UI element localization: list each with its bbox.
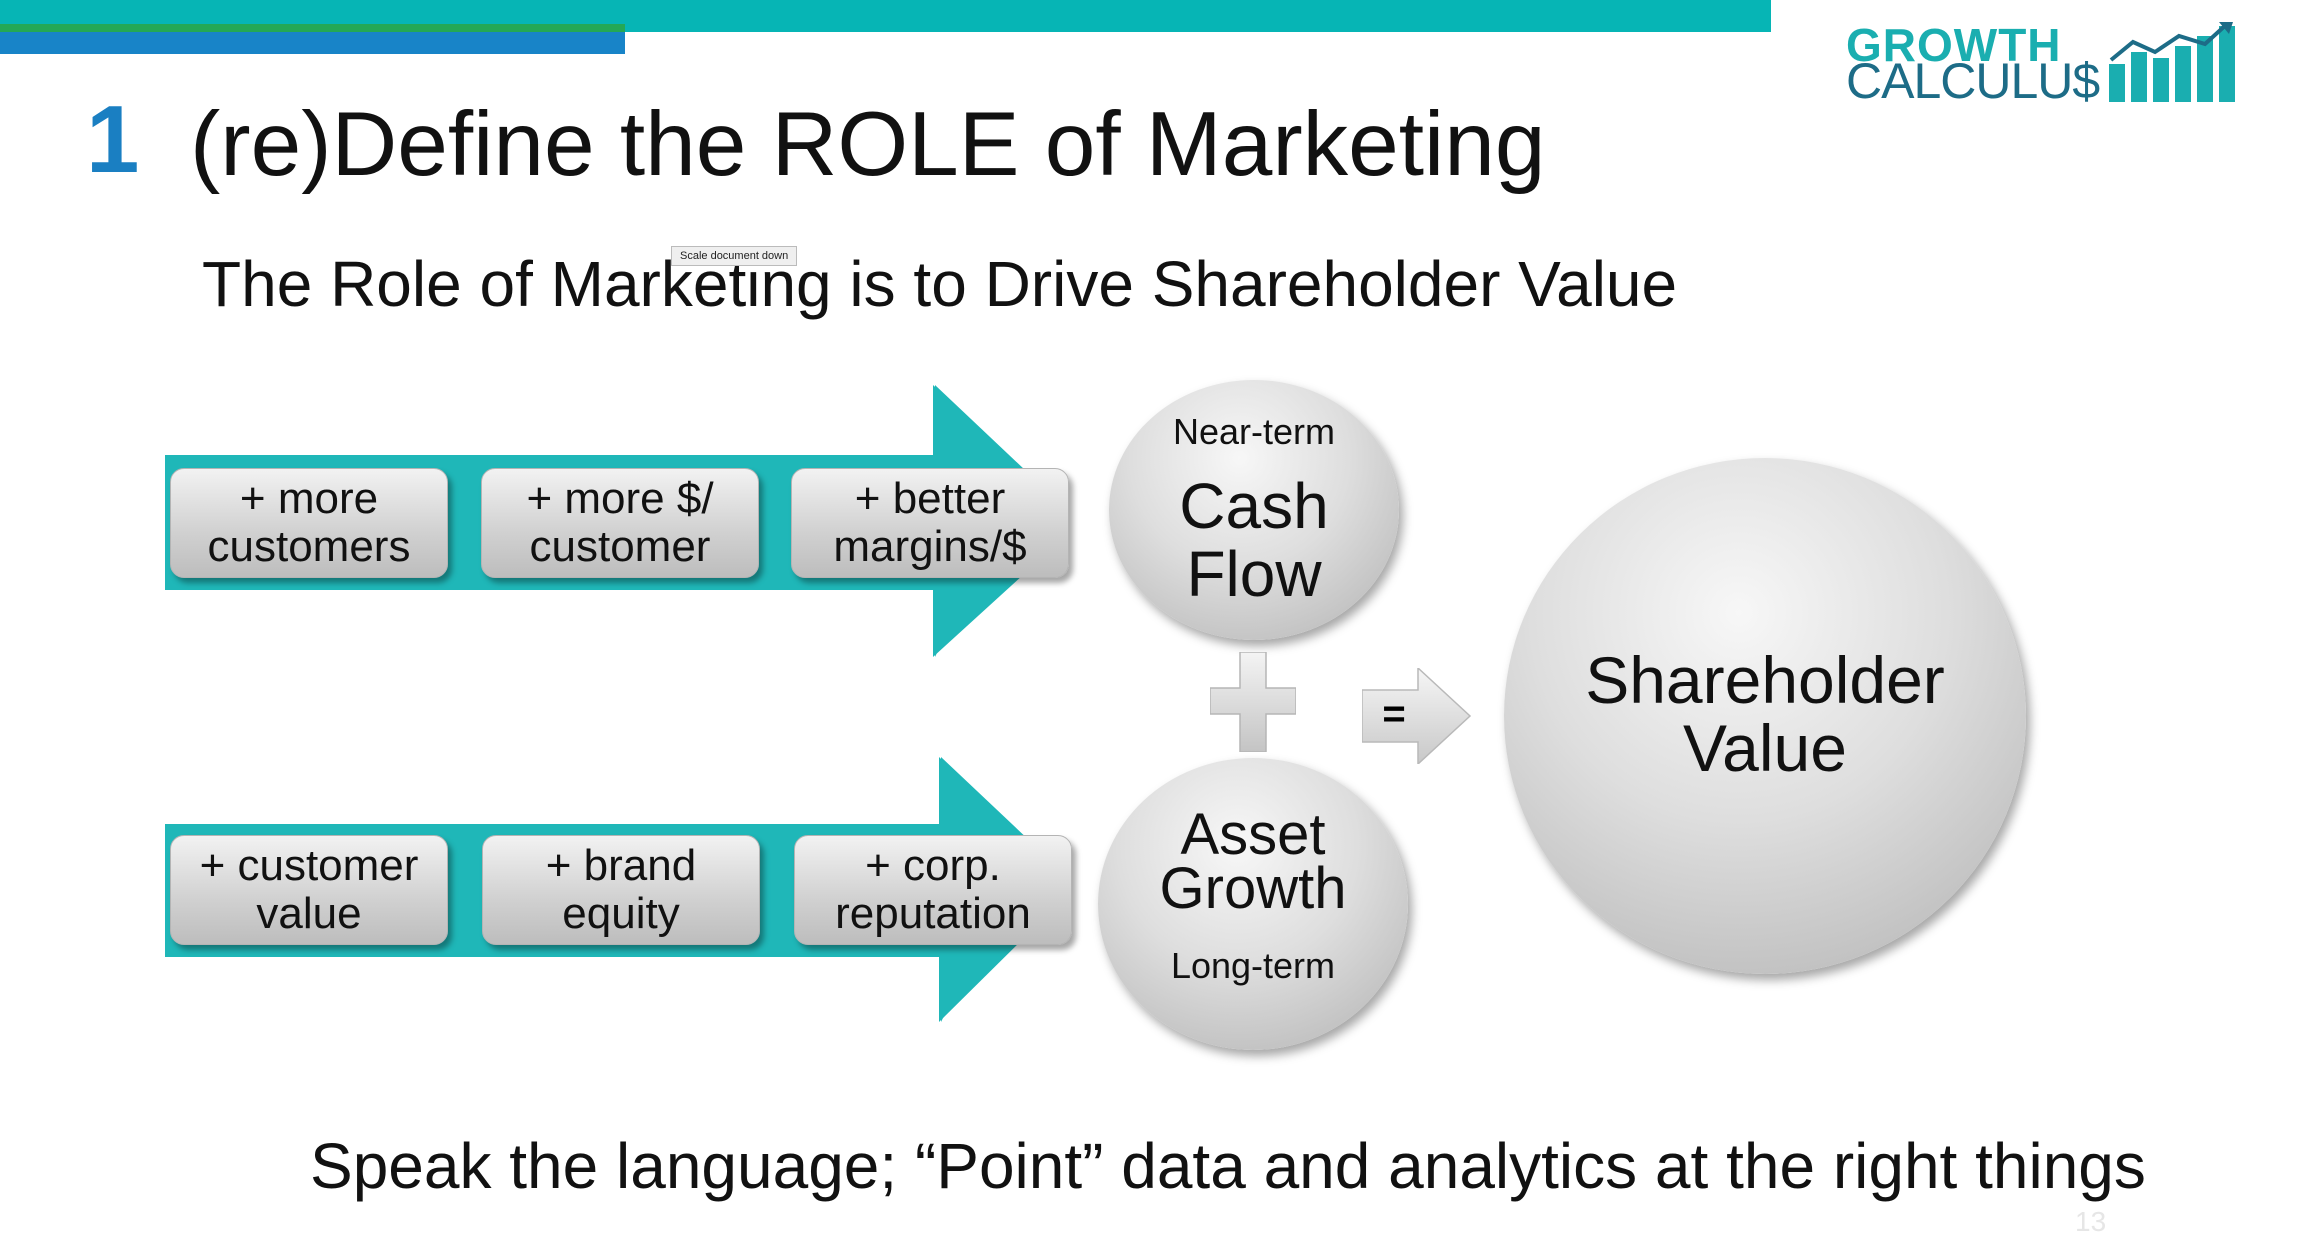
- shareholder-value-label: Shareholder Value: [1585, 643, 1945, 785]
- cash-flow-circle: Near-term Cash Flow: [1109, 380, 1399, 640]
- customer-value-box: + customer value: [170, 835, 448, 945]
- more-customers-box: + more customers: [170, 468, 448, 578]
- asset-growth-label: Asset Growth: [1159, 802, 1347, 921]
- plus-icon: [1210, 652, 1296, 752]
- cash-flow-label: Cash Flow: [1179, 470, 1329, 610]
- scale-document-tooltip: Scale document down: [671, 246, 798, 266]
- equals-arrow-icon: =: [1362, 668, 1472, 764]
- growth-chart-icon: [2109, 22, 2235, 102]
- section-number: 1: [86, 86, 140, 193]
- top-accent-blue-bar: [0, 32, 625, 54]
- slide-title: (re)Define the ROLE of Marketing: [190, 94, 1546, 195]
- asset-growth-circle: Asset Growth Long-term: [1098, 758, 1408, 1050]
- equals-arrow-shape: [1362, 668, 1472, 764]
- equals-label: =: [1382, 692, 1406, 736]
- page-number: 13: [2075, 1206, 2107, 1237]
- brand-equity-box: + brand equity: [482, 835, 760, 945]
- growth-calculus-logo: GROWTH CALCULU$: [1846, 19, 2236, 109]
- logo-line-1: GROWTH: [1846, 19, 2062, 71]
- top-accent-green-stripe: [0, 24, 625, 32]
- shareholder-value-circle: Shareholder Value: [1504, 458, 2026, 974]
- long-term-caption: Long-term: [1170, 945, 1336, 986]
- logo-line-2: CALCULU$: [1846, 53, 2100, 109]
- better-margins-box: + better margins/$: [791, 468, 1069, 578]
- corp-reputation-box: + corp. reputation: [794, 835, 1072, 945]
- footer-statement: Speak the language; “Point” data and ana…: [310, 1130, 2146, 1202]
- near-term-caption: Near-term: [1172, 411, 1336, 452]
- more-dollars-per-customer-box: + more $/ customer: [481, 468, 759, 578]
- slide-subtitle: The Role of Marketing is to Drive Shareh…: [202, 248, 1678, 320]
